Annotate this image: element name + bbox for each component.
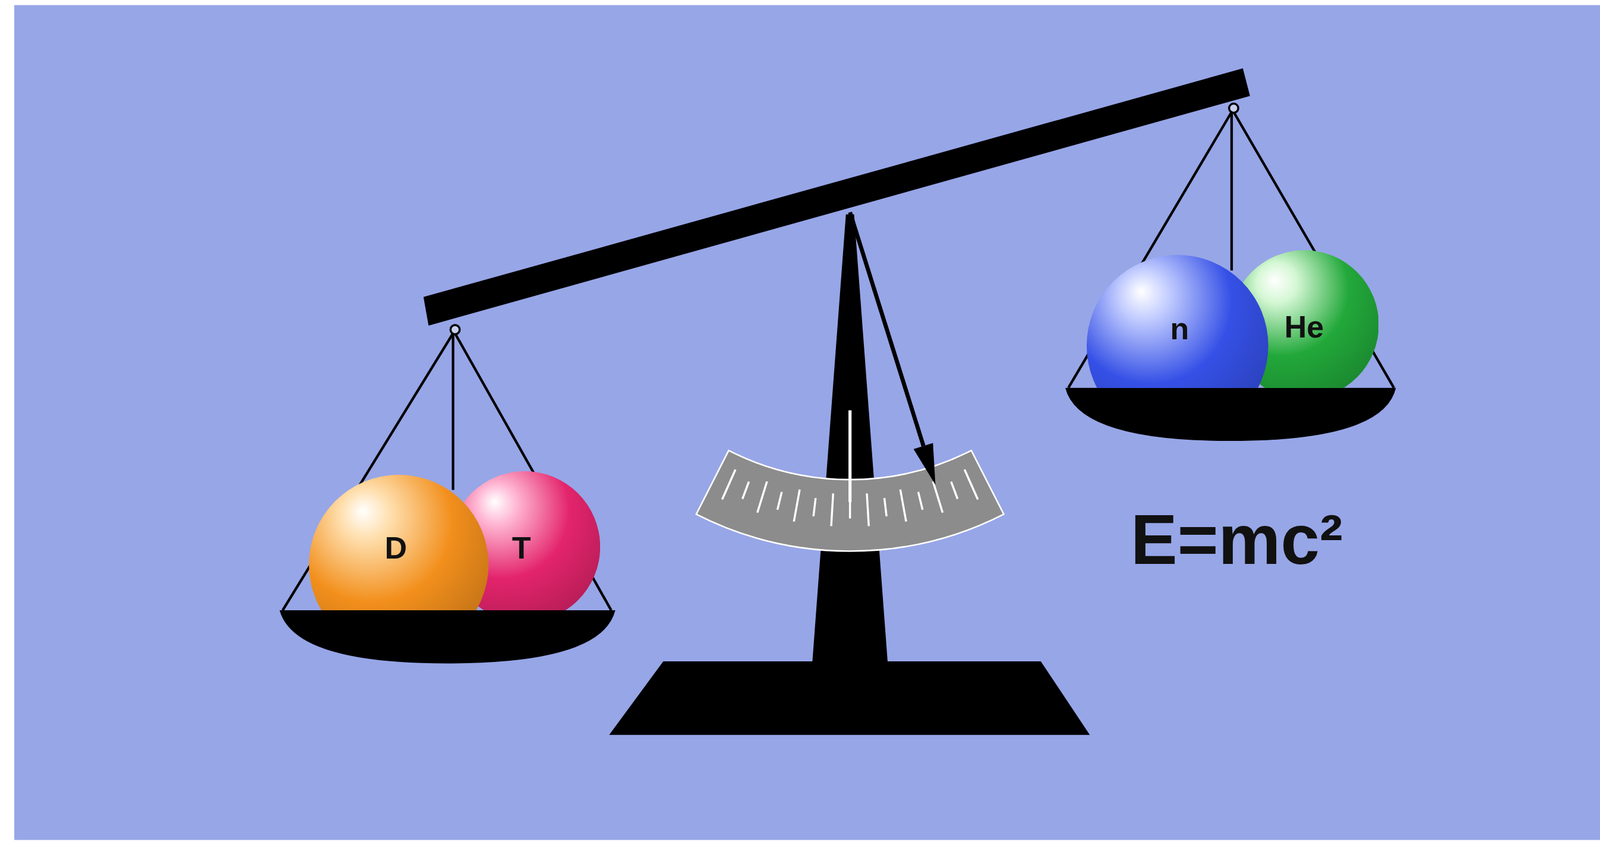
scale-post [812,214,888,664]
left-pan [279,610,616,664]
gauge-tick [757,481,768,513]
pointer [850,212,924,446]
gauge-tick [777,491,782,510]
gauge-tick [721,469,735,500]
background [14,5,1600,841]
gauge-tick [951,481,958,500]
sphere-label: n [1089,310,1269,347]
sphere-node: D [308,474,489,611]
gauge-tick [831,493,833,526]
gauge-tick [900,489,907,522]
gauge-tick [813,497,816,517]
gauge-tick [793,489,800,522]
gauge-tick [964,469,978,500]
formula-label: E=mc² [1130,504,1343,575]
gauge-tick [932,481,943,513]
scale-base [608,661,1090,735]
gauge-tick [742,481,750,500]
sphere-circle [1229,250,1379,388]
gauge-tick [866,493,869,526]
left-hook [450,324,460,334]
gauge-tick [884,497,887,517]
sphere-label: D [308,529,486,567]
sphere-node: n [1086,254,1269,388]
zero-needle [848,409,852,503]
pointer-head [913,442,936,485]
gauge-tick [849,500,851,519]
gauge-tick [917,491,923,510]
right-pan [1065,387,1396,441]
right-hook [1229,103,1239,113]
